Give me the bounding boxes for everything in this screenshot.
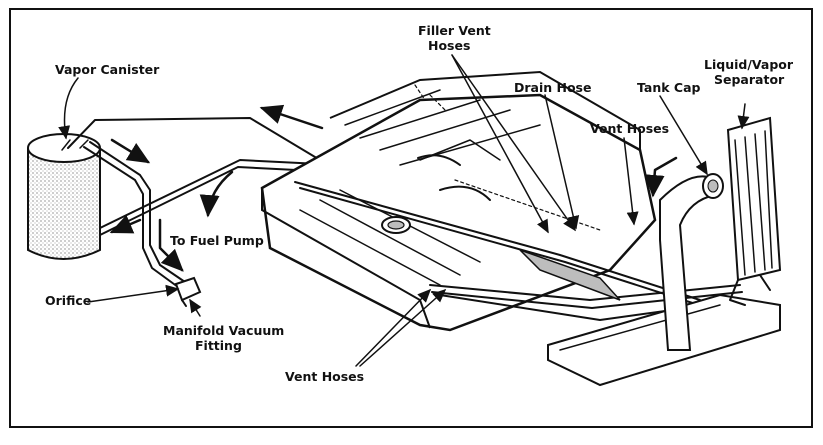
label-filler-vent-hoses-line2: Hoses xyxy=(428,38,470,53)
label-orifice: Orifice xyxy=(45,293,91,308)
label-vent-hoses-bottom: Vent Hoses xyxy=(285,369,364,384)
frame-rail xyxy=(547,293,781,387)
label-vent-hoses-top: Vent Hoses xyxy=(590,121,669,136)
label-separator-line1: Liquid/Vapor xyxy=(704,57,794,72)
label-tank-cap: Tank Cap xyxy=(637,80,701,95)
tank-vent-lines xyxy=(294,181,746,321)
label-separator-line2: Separator xyxy=(714,72,785,87)
label-to-fuel-pump: To Fuel Pump xyxy=(170,233,264,248)
label-manifold-line2: Fitting xyxy=(195,338,242,353)
liquid-vapor-separator xyxy=(726,116,782,306)
diagram-border xyxy=(9,8,813,428)
leader-lines xyxy=(58,54,750,367)
filler-neck xyxy=(659,173,724,351)
flow-arrows xyxy=(109,104,678,272)
label-manifold-line1: Manifold Vacuum xyxy=(163,323,284,338)
label-drain-hose: Drain Hose xyxy=(514,80,591,95)
label-filler-vent-hoses-line1: Filler Vent xyxy=(418,23,491,38)
label-vapor-canister: Vapor Canister xyxy=(55,62,160,77)
manifold-vacuum-fitting xyxy=(174,276,202,307)
vapor-canister xyxy=(27,133,101,260)
